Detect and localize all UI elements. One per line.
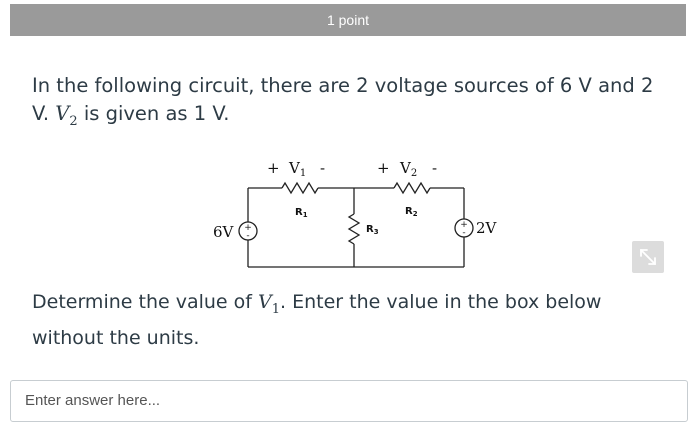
question-header: 1 point — [10, 4, 686, 36]
v2-label: V2 — [399, 159, 417, 179]
left-source-plus: + — [244, 223, 252, 233]
source-left-label: 6V — [213, 223, 235, 241]
left-source-minus: - — [246, 231, 249, 241]
prompt-text-before: Determine the value of — [32, 291, 252, 313]
v2-minus-label: - — [432, 159, 437, 177]
resistor-r2 — [393, 181, 431, 195]
question-text: In the following circuit, there are 2 vo… — [32, 72, 662, 136]
question-variable: V2 — [55, 102, 78, 129]
v1-minus-label: - — [320, 159, 325, 177]
resistor-r3 — [347, 213, 361, 245]
answer-input[interactable]: Enter answer here... — [10, 380, 688, 422]
answer-placeholder: Enter answer here... — [25, 392, 161, 409]
circuit-diagram: + - + - + V1 - + V2 - R1 R2 R3 6V 2V — [188, 136, 510, 279]
v2-plus-label: + — [377, 159, 390, 177]
expand-arrows-icon — [640, 249, 656, 265]
r3-label: R3 — [366, 224, 379, 236]
points-label: 1 point — [326, 12, 370, 28]
resistor-r1 — [281, 181, 319, 195]
right-source-minus: - — [462, 228, 465, 238]
r2-label: R2 — [405, 206, 418, 218]
right-source-plus: + — [460, 220, 468, 230]
prompt-text-after: . Enter the value in the box below witho… — [32, 291, 602, 349]
r1-label: R1 — [295, 207, 308, 219]
expand-image-button[interactable] — [632, 241, 664, 273]
question-text-before: In the following circuit, there are 2 vo… — [32, 74, 654, 125]
prompt-text: Determine the value of V1. Enter the val… — [32, 288, 672, 352]
circuit-svg: + - + - + V1 - + V2 - R1 R2 R3 6V 2V — [213, 159, 498, 268]
question-text-after: is given as 1 V. — [83, 102, 230, 125]
prompt-variable: V1 — [258, 291, 281, 317]
v1-plus-label: + — [267, 159, 280, 177]
source-right-label: 2V — [476, 219, 498, 237]
v1-label: V1 — [288, 159, 306, 179]
